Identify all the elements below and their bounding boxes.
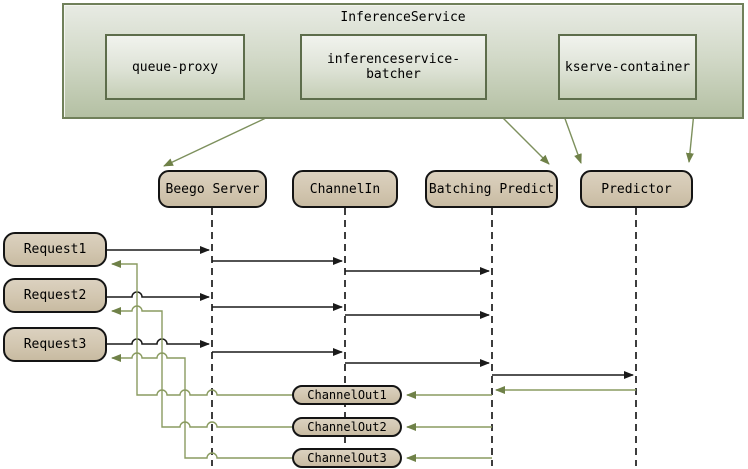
msg-request2-to-beego — [107, 291, 210, 301]
channelout-label: ChannelOut1 — [307, 388, 387, 402]
msg-channelout2-to-request2 — [111, 305, 292, 428]
channelout-label: ChannelOut3 — [307, 451, 387, 465]
node-channelout1: ChannelOut1 — [292, 385, 402, 405]
participant-label: Beego Server — [165, 181, 260, 197]
node-channelout3: ChannelOut3 — [292, 448, 402, 468]
component-label: kserve-container — [564, 59, 691, 75]
request-label: Request3 — [23, 337, 87, 352]
component-kserve-container: kserve-container — [558, 34, 697, 100]
request-label: Request2 — [23, 288, 87, 303]
component-inferenceservice-batcher: inferenceservice-batcher — [300, 34, 487, 100]
participant-channelin: ChannelIn — [292, 170, 398, 208]
node-channelout2: ChannelOut2 — [292, 417, 402, 437]
participant-beego-server: Beego Server — [158, 170, 267, 208]
component-queue-proxy: queue-proxy — [105, 34, 245, 100]
node-request3: Request3 — [3, 327, 107, 362]
msg-channelout3-to-request3 — [111, 352, 292, 459]
request-label: Request1 — [23, 242, 87, 257]
node-request1: Request1 — [3, 232, 107, 267]
component-label: queue-proxy — [131, 59, 219, 75]
container-title: InferenceService — [340, 10, 466, 25]
component-label: inferenceservice-batcher — [326, 52, 461, 82]
participant-batching-predict: Batching Predict — [425, 170, 558, 208]
msg-channelout1-to-request1 — [111, 260, 292, 396]
node-request2: Request2 — [3, 278, 107, 313]
channelout-label: ChannelOut2 — [307, 420, 387, 434]
participant-label: Batching Predict — [428, 181, 555, 197]
msg-request3-to-beego — [107, 338, 210, 348]
participant-label: ChannelIn — [309, 181, 381, 197]
participant-label: Predictor — [601, 181, 672, 197]
participant-predictor: Predictor — [580, 170, 693, 208]
